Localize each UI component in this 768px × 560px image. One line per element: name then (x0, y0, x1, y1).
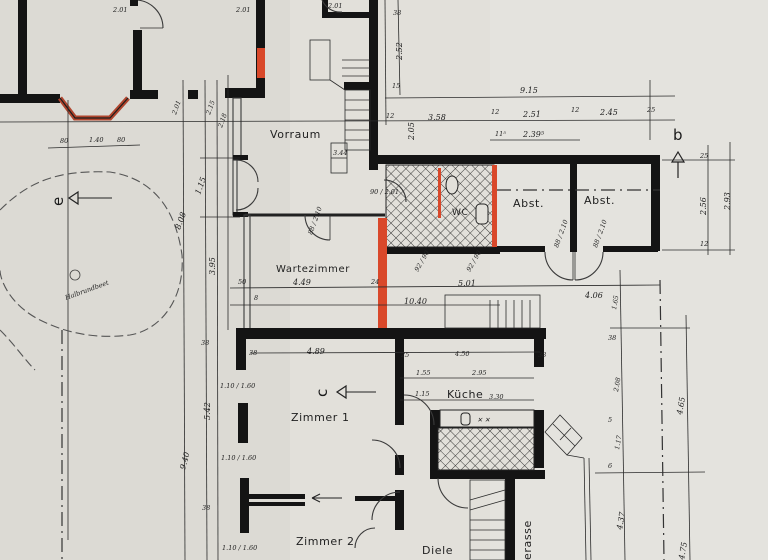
svg-text:5.01: 5.01 (458, 279, 476, 288)
svg-text:c: c (313, 389, 331, 397)
svg-text:2.52: 2.52 (395, 42, 404, 61)
room-label-terrasse: erasse (521, 520, 534, 560)
svg-text:1.15: 1.15 (415, 390, 429, 398)
svg-text:1.17: 1.17 (613, 434, 624, 450)
room-label-abst-1: Abst. (513, 197, 544, 210)
walls-wc-abst (374, 155, 660, 281)
svg-text:6: 6 (608, 462, 612, 470)
svg-text:4.37: 4.37 (615, 510, 627, 531)
section-marker-e: e (49, 190, 112, 206)
svg-text:90 / 2.01: 90 / 2.01 (370, 188, 399, 196)
tree-symbol (69, 269, 81, 281)
svg-text:e: e (49, 197, 67, 206)
svg-text:2.01: 2.01 (327, 2, 342, 10)
svg-text:80: 80 (60, 137, 68, 145)
axis-lines (61, 189, 665, 560)
svg-text:24: 24 (370, 278, 379, 286)
svg-text:4.75: 4.75 (677, 541, 689, 560)
svg-text:b: b (673, 126, 683, 144)
svg-text:1.55: 1.55 (416, 369, 430, 377)
svg-text:3.44: 3.44 (333, 149, 347, 157)
svg-text:9.15: 9.15 (520, 86, 538, 95)
svg-text:1.10 / 1.60: 1.10 / 1.60 (220, 382, 255, 390)
svg-text:2.05: 2.05 (407, 122, 416, 141)
svg-text:1.10 / 1.60: 1.10 / 1.60 (222, 544, 257, 552)
svg-text:2.01: 2.01 (235, 6, 250, 14)
svg-text:4.06: 4.06 (584, 291, 603, 300)
svg-text:3.58: 3.58 (428, 113, 446, 122)
svg-text:5: 5 (608, 416, 612, 424)
svg-text:12: 12 (571, 106, 579, 114)
room-label-wc: WC (452, 208, 468, 218)
svg-text:80: 80 (117, 136, 125, 144)
garden-bed-outline (0, 171, 183, 337)
svg-text:4.65: 4.65 (675, 396, 687, 416)
room-label-wartezimmer: Wartezimmer (276, 264, 350, 275)
section-marker-b: b (670, 126, 686, 178)
walls-top-left (0, 0, 265, 121)
svg-text:3.95: 3.95 (208, 257, 217, 275)
room-label-zimmer-1: Zimmer 1 (291, 411, 350, 424)
arrow-zimmer (311, 493, 342, 503)
svg-text:38: 38 (393, 9, 401, 17)
room-label-kueche: Küche (447, 388, 483, 401)
svg-text:4.49: 4.49 (292, 278, 311, 287)
svg-text:✕ ✕: ✕ ✕ (477, 416, 491, 424)
walls-lower: ✕ ✕ (236, 294, 592, 560)
room-label-diele: Diele (422, 544, 453, 557)
svg-text:25: 25 (400, 351, 409, 359)
svg-text:12: 12 (491, 108, 499, 116)
dimension-lines (0, 0, 735, 560)
svg-text:8: 8 (254, 294, 258, 302)
svg-text:3.30: 3.30 (489, 393, 503, 401)
room-label-zimmer-2: Zimmer 2 (296, 535, 355, 548)
svg-text:38: 38 (608, 334, 616, 342)
svg-text:1.65: 1.65 (610, 295, 620, 311)
svg-text:4.89: 4.89 (306, 347, 325, 356)
svg-text:2.93: 2.93 (723, 192, 732, 211)
svg-text:1.10 / 1.60: 1.10 / 1.60 (221, 454, 256, 462)
svg-text:4.50: 4.50 (454, 350, 469, 358)
svg-text:2.39⁵: 2.39⁵ (522, 130, 545, 139)
svg-text:38: 38 (202, 504, 210, 512)
svg-text:50: 50 (238, 278, 246, 286)
walls-wartezimmer (243, 213, 387, 334)
svg-text:38: 38 (201, 339, 209, 347)
svg-text:12: 12 (386, 112, 394, 120)
svg-text:38: 38 (249, 349, 257, 357)
svg-text:9.40: 9.40 (178, 451, 191, 471)
svg-text:2.56: 2.56 (699, 197, 708, 216)
svg-text:2.95: 2.95 (471, 369, 486, 377)
svg-text:38: 38 (538, 351, 546, 359)
svg-text:2.51: 2.51 (522, 110, 541, 119)
svg-text:2.01: 2.01 (112, 6, 127, 14)
svg-text:2.08: 2.08 (612, 377, 623, 394)
svg-text:15: 15 (392, 82, 400, 90)
svg-text:11⁵: 11⁵ (495, 130, 506, 138)
svg-text:1.40: 1.40 (89, 136, 103, 144)
svg-text:25: 25 (646, 106, 655, 114)
svg-text:12: 12 (700, 240, 708, 248)
room-label-vorraum: Vorraum (270, 128, 321, 141)
svg-text:10.40: 10.40 (404, 297, 427, 306)
svg-text:25: 25 (699, 152, 708, 160)
section-marker-c: c (313, 384, 376, 400)
room-label-abst-2: Abst. (584, 194, 615, 207)
svg-text:5.42: 5.42 (203, 402, 212, 420)
walls-vorraum (232, 0, 378, 217)
svg-text:2.45: 2.45 (599, 108, 618, 117)
